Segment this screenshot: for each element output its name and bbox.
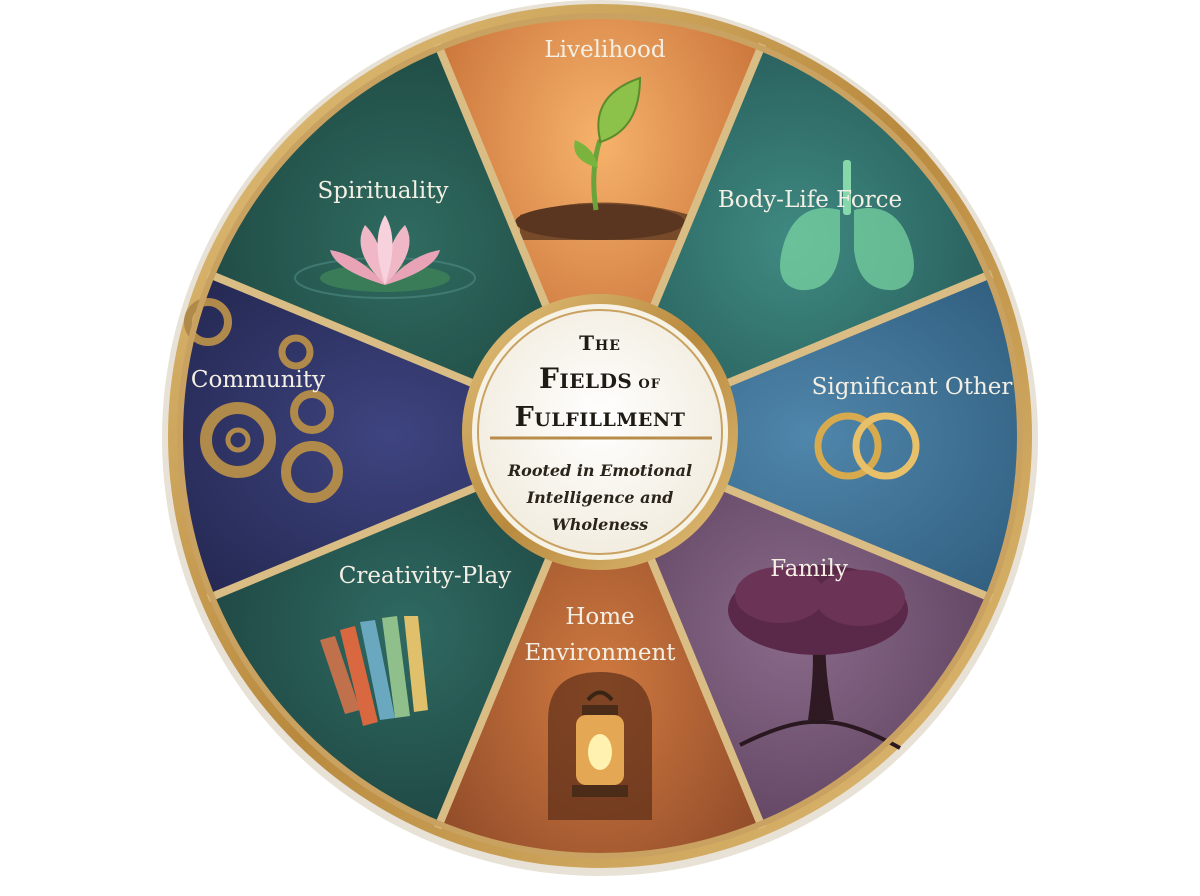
label-creativity-play: Creativity-Play: [339, 563, 511, 589]
label-livelihood: Livelihood: [544, 37, 665, 63]
center-subtitle-line3: Wholeness: [552, 515, 648, 534]
center-disc: [477, 309, 723, 555]
segment-divider: [434, 554, 554, 830]
center-title-of: of: [638, 372, 661, 393]
sprout-icon: [515, 76, 690, 240]
center-title-fulfillment: Fulfillment: [515, 402, 686, 433]
center-subtitle-line2: Intelligence and: [526, 488, 674, 507]
segment-significant-other: [600, 275, 1021, 597]
lantern-icon: [548, 672, 652, 820]
center-subtitle-line1: Rooted in Emotional: [507, 461, 692, 480]
segment-divider: [646, 554, 766, 830]
gears-icon: [184, 298, 343, 503]
segment-dividers: [177, 13, 1023, 859]
segment-divider: [646, 42, 766, 318]
segment-divider: [206, 270, 482, 390]
segment-divider: [718, 270, 994, 390]
center-title-fields-of: Fields of: [539, 362, 661, 395]
rings-icon: [814, 412, 920, 480]
segment-divider: [718, 482, 994, 602]
center-title-fields: Fields: [539, 362, 632, 395]
segment-icons: [184, 76, 920, 820]
lotus-icon: [294, 215, 476, 299]
label-significant-other: Significant Other: [812, 374, 1013, 400]
inner-rim-ring: [177, 13, 1023, 859]
tree-icon: [728, 565, 908, 750]
label-spirituality: Spirituality: [318, 178, 449, 204]
segment-divider: [206, 482, 482, 602]
lungs-icon: [780, 160, 914, 291]
label-body-life-force: Body-Life Force: [718, 187, 902, 213]
label-home-line2: Environment: [524, 640, 676, 666]
segment-divider: [434, 42, 554, 318]
label-family: Family: [770, 556, 848, 582]
center-title-the: The: [579, 331, 621, 355]
pencils-icon: [320, 616, 428, 726]
label-community: Community: [191, 367, 325, 393]
label-home-line1: Home: [565, 604, 634, 630]
segment-home-environment: [439, 436, 761, 856]
